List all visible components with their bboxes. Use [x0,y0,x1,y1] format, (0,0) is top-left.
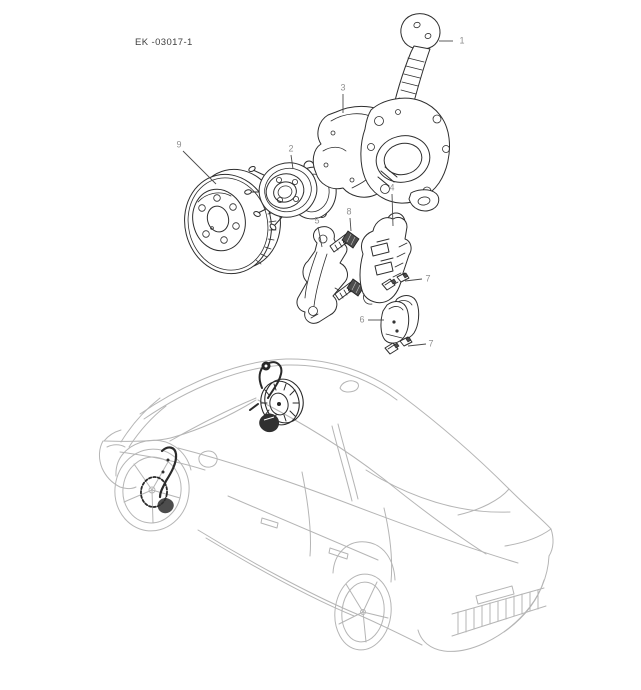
wheel-hub-bearing-drawing [244,160,337,231]
highlighted-brake-at-front-wheel [140,446,178,514]
callout-8[interactable]: 8 [346,206,352,217]
highlighted-brake-assembly-floating [249,361,304,433]
brake-disc-rotor-drawing [184,168,281,275]
callout-9[interactable]: 9 [176,139,182,150]
hub-flange-holes [275,176,299,203]
diagram-code: EK -03017-1 [135,37,193,48]
callout-2[interactable]: 2 [288,143,294,154]
callout-4[interactable]: 4 [389,182,395,193]
rotor-lug-holes [198,194,240,244]
callout-leader-lines [182,40,453,347]
pad-retaining-clips-lower-drawing [384,336,413,355]
caliper-guide-bolt-upper [329,230,360,253]
steering-knuckle-drawing [360,13,450,212]
knuckle-dark-hatch [377,166,398,187]
callout-7-lower[interactable]: 7 [428,338,434,349]
brake-pads-drawing [380,295,420,344]
callout-3[interactable]: 3 [340,82,346,93]
callout-1[interactable]: 1 [459,35,465,46]
callout-7-upper[interactable]: 7 [425,273,431,284]
callout-5[interactable]: 5 [314,215,320,226]
callout-6[interactable]: 6 [359,314,365,325]
caliper-guide-bolt-lower [334,278,365,301]
knuckle-bolt-holes [367,109,450,196]
pad-retaining-clips-upper-drawing [381,272,410,291]
brake-caliper-drawing [359,212,412,305]
rear-diffuser-slats [457,589,539,635]
car-illustration [99,358,554,652]
